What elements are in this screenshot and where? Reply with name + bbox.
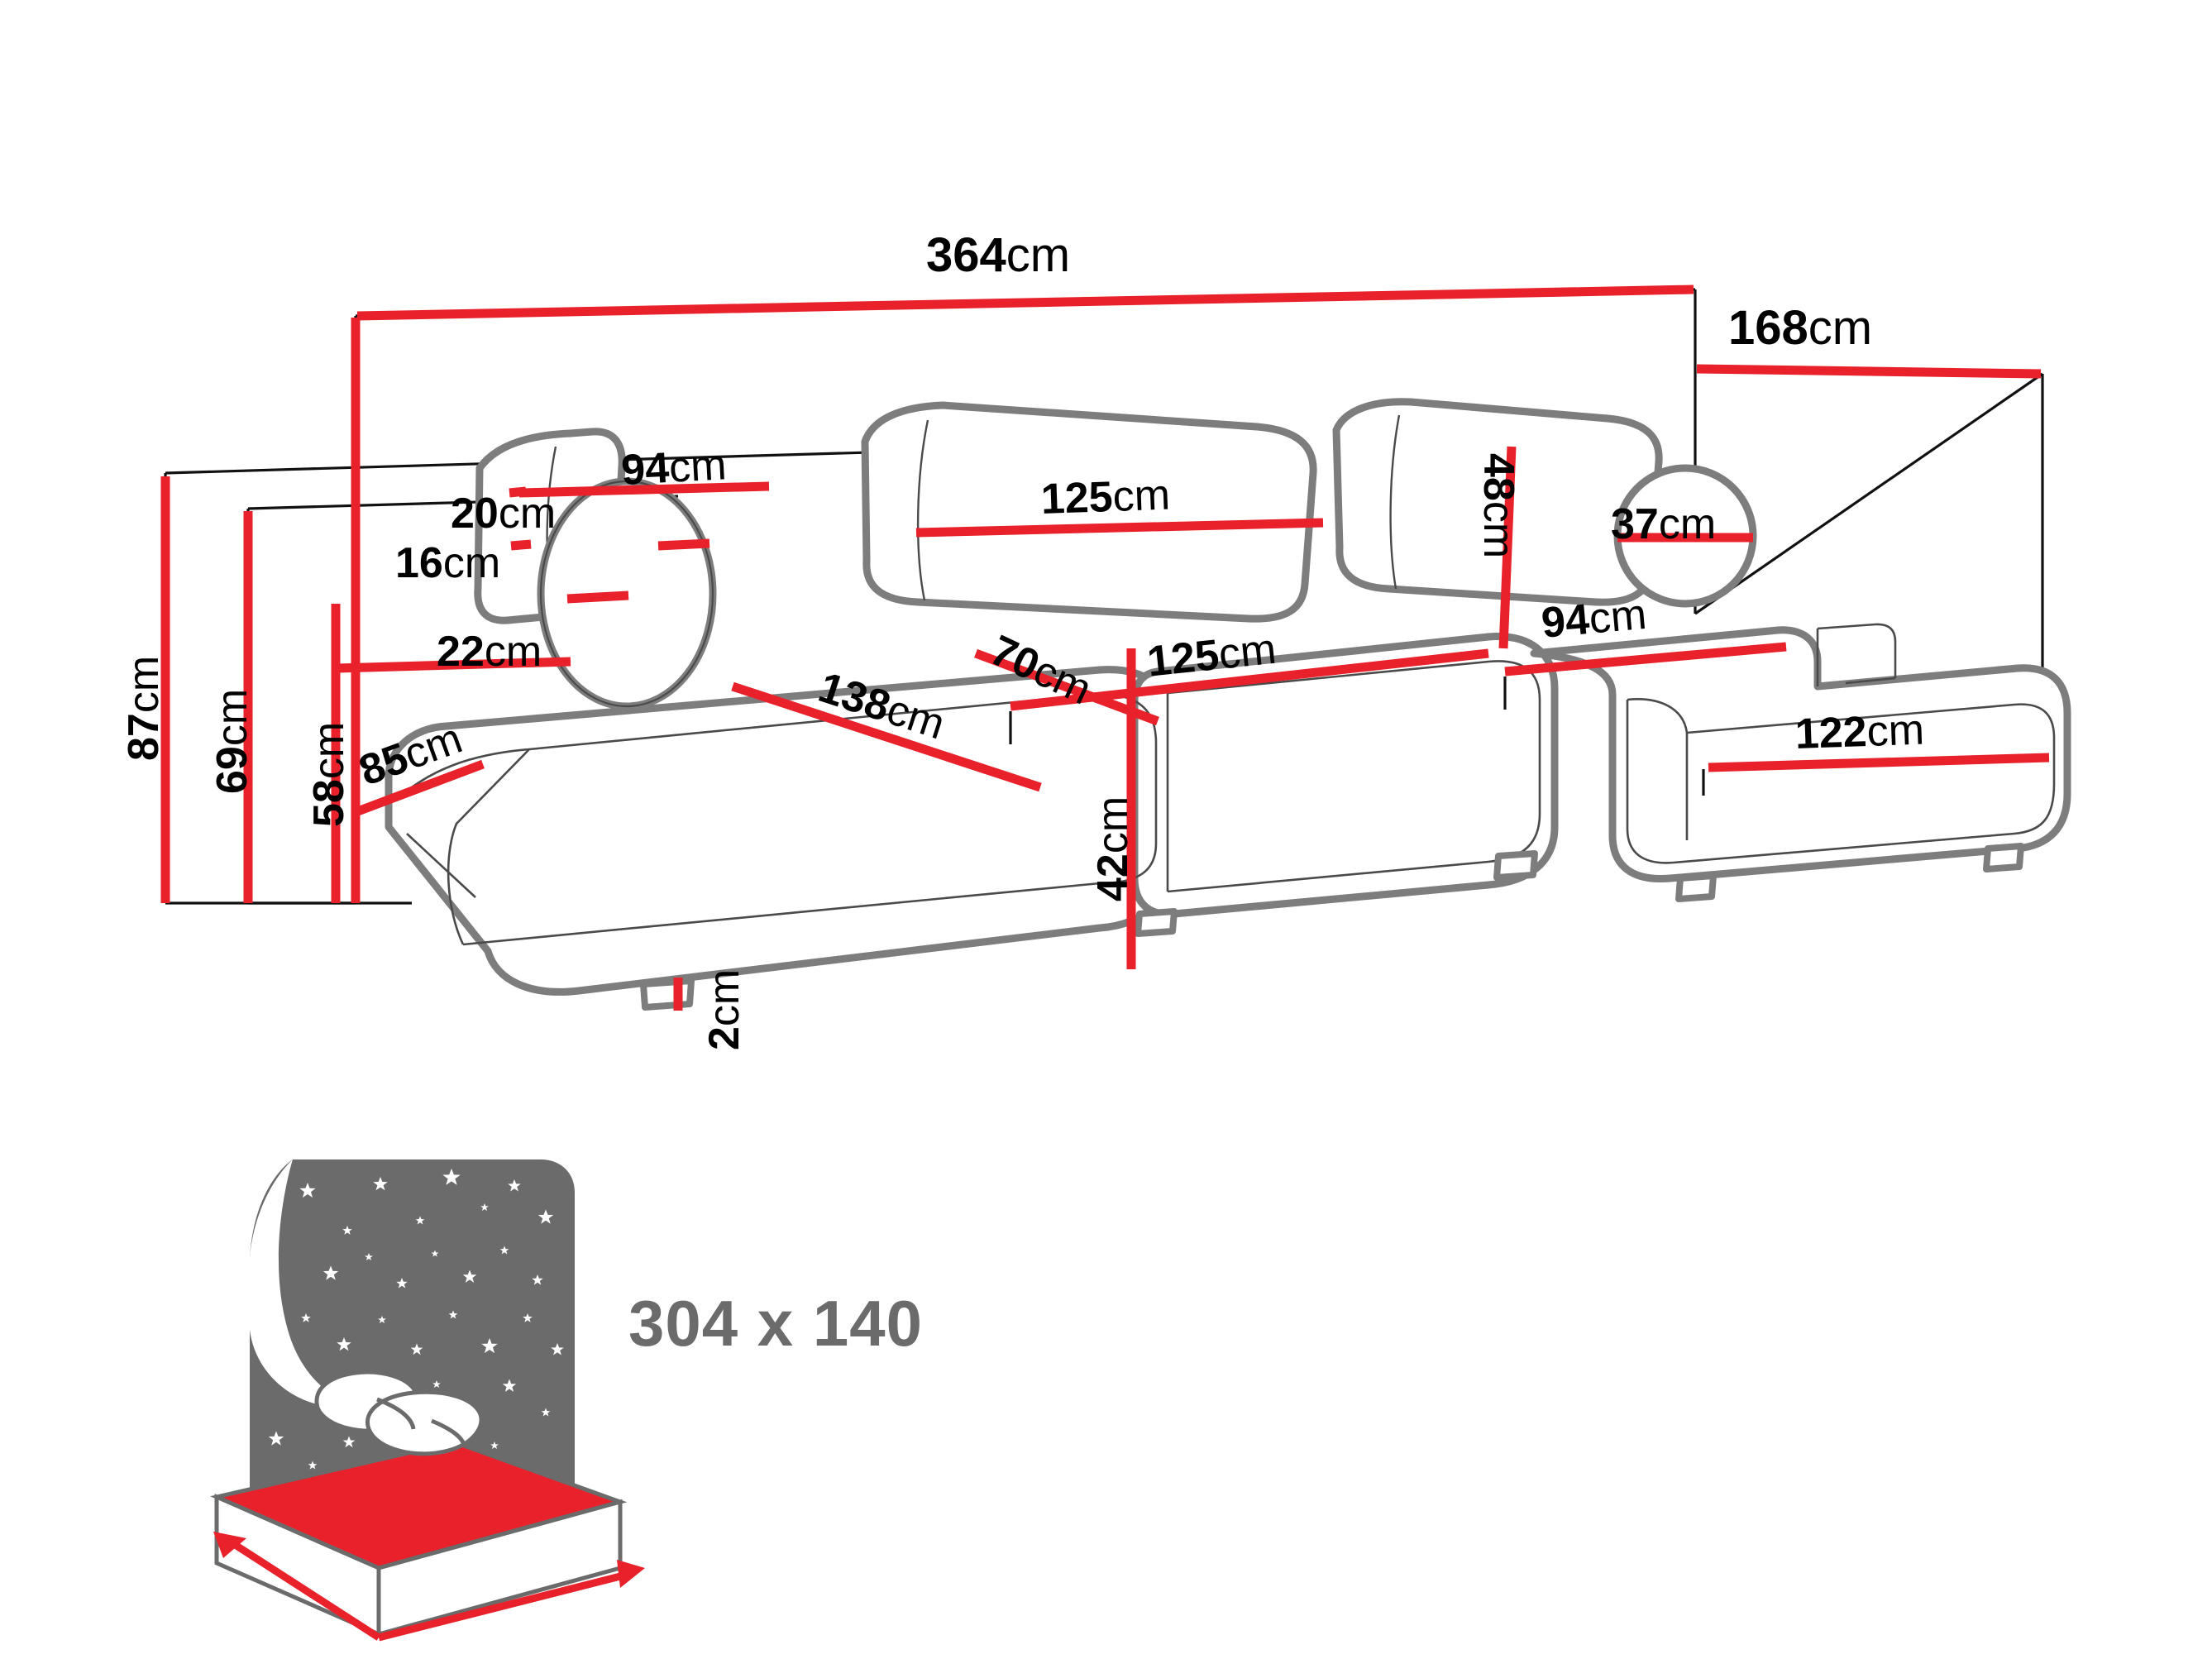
sofa-outline — [385, 626, 2071, 996]
dimension-label-total-height: 87cm — [120, 655, 168, 761]
bed-size-icon — [210, 1159, 645, 1642]
dimension-label-seat-height: 42cm — [1089, 796, 1137, 901]
dimline-16 — [510, 539, 532, 551]
dimline-125-top — [915, 518, 1324, 538]
bed-arrow-heads — [213, 1532, 645, 1588]
dimension-label-armrest-top-width: 20cm — [451, 490, 557, 538]
dimension-label-backrest-cushion-height: 48cm — [1474, 453, 1522, 559]
dimline-94-left — [518, 481, 770, 498]
bed-dimension-arrows — [222, 1535, 635, 1642]
dimline-22 — [337, 657, 571, 673]
dimension-label-overall-width: 364cm — [926, 228, 1071, 282]
dimension-label-foot-height: 2cm — [700, 968, 748, 1050]
mattress — [210, 1440, 628, 1637]
dimline-94-right — [1504, 642, 1787, 677]
dimline-125-mid — [1010, 648, 1489, 711]
dimension-end-ticks — [1009, 677, 1705, 796]
dimline-16c — [566, 590, 629, 604]
back-cushions — [474, 398, 1663, 624]
dimension-lines — [160, 284, 2050, 1011]
dimline-364 — [356, 284, 1694, 321]
bed-size-label: 304 x 140 — [628, 1287, 924, 1360]
dimension-label-chaise-depth: 94cm — [1539, 590, 1649, 648]
dimension-label-armrest-inner-width: 16cm — [395, 539, 501, 587]
dimension-label-armrest-width: 22cm — [437, 628, 542, 676]
dimension-label-armrest-height: 58cm — [305, 721, 353, 827]
dimline-48 — [1498, 446, 1517, 649]
dimension-label-backrest-height-alt: 69cm — [208, 688, 256, 794]
dimension-label-backrest-height: 94cm — [619, 441, 728, 495]
dimline-20 — [509, 486, 527, 498]
dimline-168 — [1696, 364, 2042, 379]
pillows — [314, 1370, 484, 1456]
dimension-label-bolster-diameter: 37cm — [1611, 500, 1717, 548]
dimline-138 — [731, 681, 1042, 792]
dimension-label-cushion-width-left: 125cm — [1039, 471, 1171, 524]
dimension-label-chaise-width: 122cm — [1794, 705, 1925, 758]
dimline-16b — [657, 538, 710, 551]
dimline-122 — [1708, 753, 2050, 772]
dimline-85 — [354, 759, 485, 817]
dimension-label-overall-depth: 168cm — [1728, 301, 1873, 355]
